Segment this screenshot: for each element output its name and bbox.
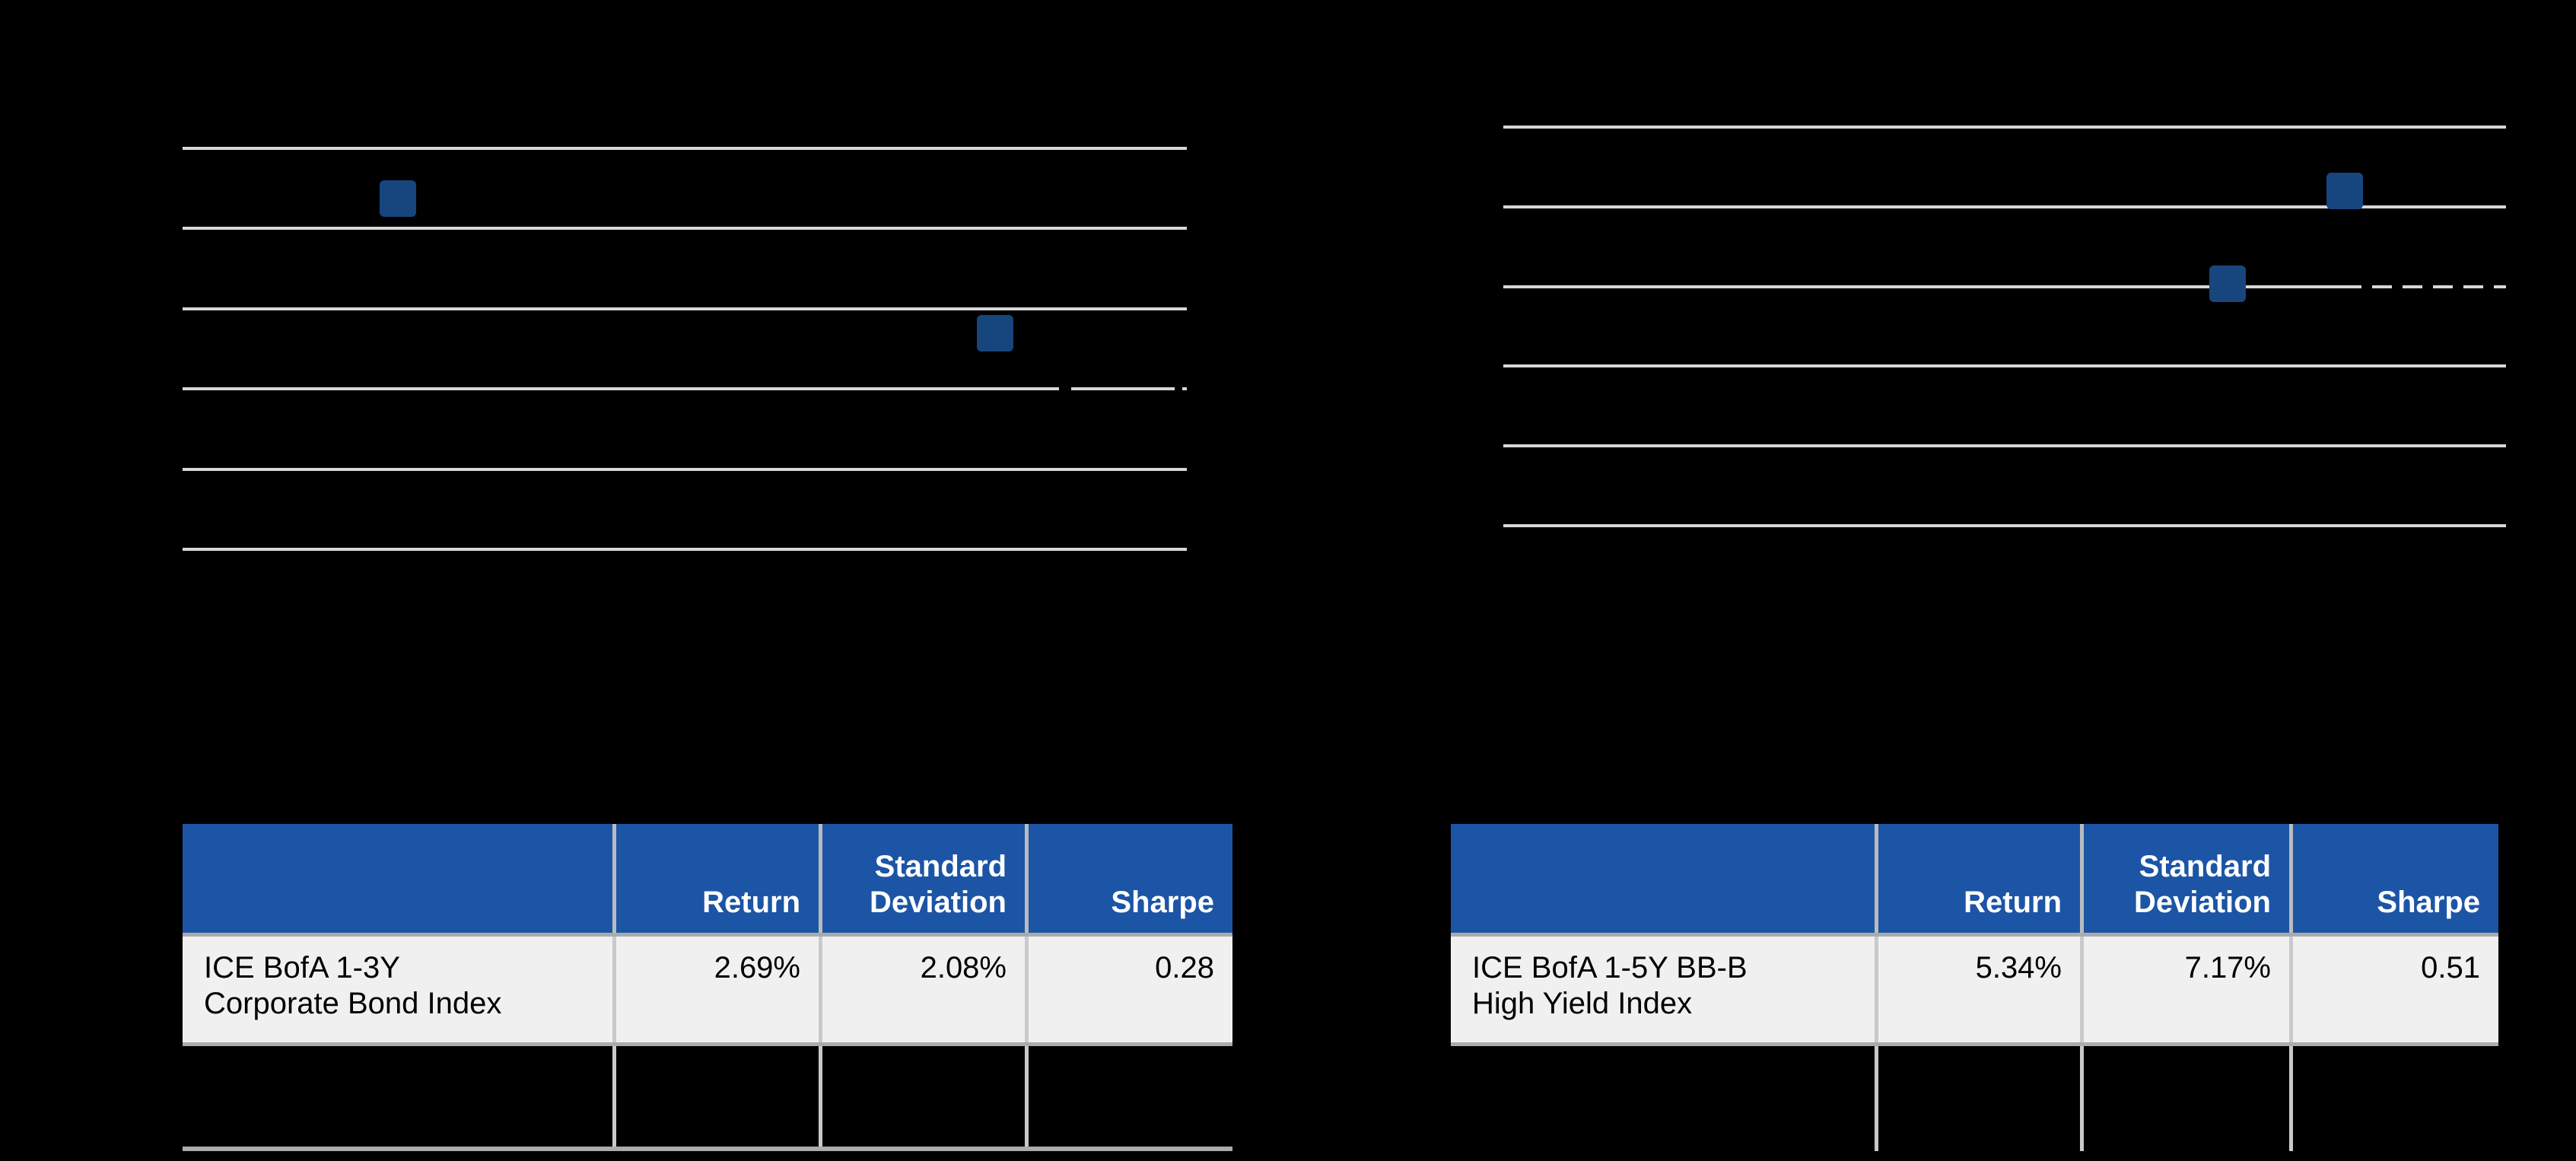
right-header-name: [1451, 824, 1875, 933]
scatter-marker: [380, 180, 416, 217]
left-empty-cell: [183, 1046, 612, 1147]
left-row-index-name-line1: ICE BofA 1-3Y: [204, 951, 400, 984]
right-row-sharpe-value: 0.51: [2289, 937, 2498, 1042]
right-header-std-dev: Standard Deviation: [2080, 824, 2289, 933]
left-header-sharpe: Sharpe: [1025, 824, 1232, 933]
gridline-dashed-segment: [2342, 285, 2506, 288]
right-table-header-row: Return Standard Deviation Sharpe: [1451, 824, 2498, 937]
right-empty-cell: [2080, 1046, 2289, 1151]
right-empty-cell: [1875, 1046, 2080, 1151]
gridline-notch: [1175, 386, 1182, 392]
left-table-header-row: Return Standard Deviation Sharpe: [183, 824, 1232, 937]
gridline: [183, 387, 1187, 390]
right-table-empty-row: [1451, 1046, 2498, 1151]
scatter-marker: [2209, 266, 2246, 302]
left-row-sharpe-value: 0.28: [1025, 937, 1232, 1042]
left-table-empty-row: [183, 1046, 1232, 1151]
gridline: [183, 147, 1187, 150]
right-row-index-name-line1: ICE BofA 1-5Y BB-B: [1472, 951, 1748, 984]
left-row-index-name: ICE BofA 1-3Y Corporate Bond Index: [183, 937, 612, 1042]
gridline: [183, 468, 1187, 471]
right-row-index-name-line2: High Yield Index: [1472, 986, 1693, 1020]
right-header-return: Return: [1875, 824, 2080, 933]
gridline: [183, 548, 1187, 551]
gridline: [183, 227, 1187, 230]
gridline-notch: [1059, 386, 1071, 392]
left-risk-return-chart: [183, 147, 1187, 551]
left-row-std-dev-value: 2.08%: [819, 937, 1025, 1042]
left-header-std-dev: Standard Deviation: [819, 824, 1025, 933]
left-header-name: [183, 824, 612, 933]
right-row-index-name: ICE BofA 1-5Y BB-B High Yield Index: [1451, 937, 1875, 1042]
left-header-return: Return: [612, 824, 819, 933]
scatter-marker: [977, 315, 1013, 351]
right-row-return-value: 5.34%: [1875, 937, 2080, 1042]
right-risk-return-chart: [1503, 126, 2506, 527]
gridline: [1503, 205, 2506, 208]
gridline: [1503, 285, 2342, 288]
gridline: [1503, 444, 2506, 447]
gridline: [1503, 364, 2506, 367]
left-empty-cell: [612, 1046, 819, 1147]
left-empty-cell: [1025, 1046, 1232, 1147]
gridline: [183, 307, 1187, 310]
right-empty-cell: [2289, 1046, 2498, 1151]
right-table-row: ICE BofA 1-5Y BB-B High Yield Index 5.34…: [1451, 937, 2498, 1046]
right-row-std-dev-value: 7.17%: [2080, 937, 2289, 1042]
gridline: [1503, 126, 2506, 129]
gridline: [1503, 524, 2506, 527]
left-table-row: ICE BofA 1-3Y Corporate Bond Index 2.69%…: [183, 937, 1232, 1046]
left-row-index-name-line2: Corporate Bond Index: [204, 986, 502, 1020]
left-empty-cell: [819, 1046, 1025, 1147]
scatter-marker: [2326, 173, 2363, 209]
right-empty-cell: [1451, 1046, 1875, 1151]
right-header-sharpe: Sharpe: [2289, 824, 2498, 933]
left-row-return-value: 2.69%: [612, 937, 819, 1042]
